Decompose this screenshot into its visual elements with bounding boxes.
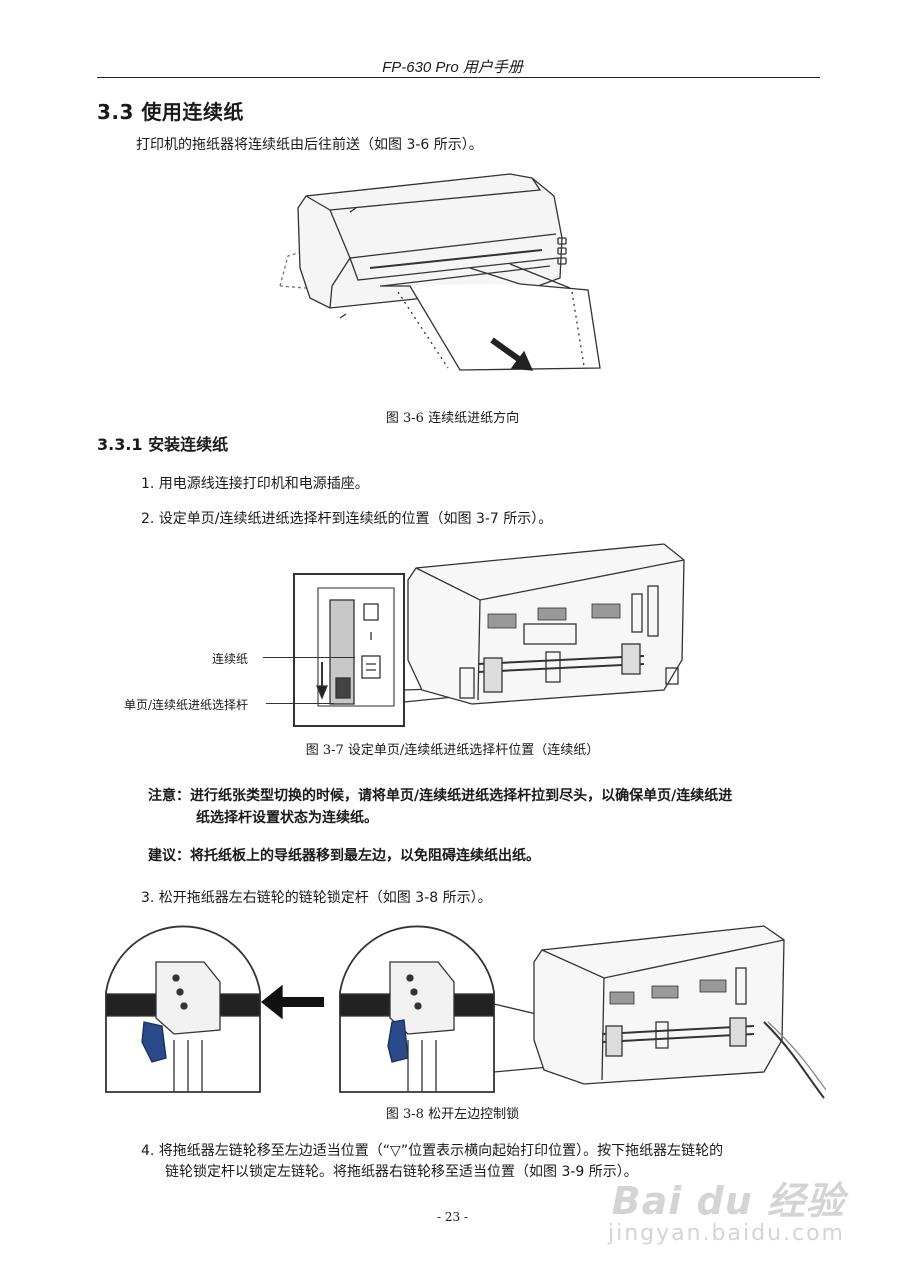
leader-line-continuous	[263, 657, 355, 658]
step-3: 3. 松开拖纸器左右链轮的链轮锁定杆（如图 3-8 所示）。	[141, 890, 492, 906]
section-title: 3.3 使用连续纸	[97, 100, 244, 124]
figure-3-6-printer-illustration	[279, 173, 601, 371]
figure-3-8-caption: 图 3-8 松开左边控制锁	[385, 1107, 520, 1122]
label-continuous-paper: 连续纸	[212, 652, 249, 666]
note-line-2: 纸选择杆设置状态为连续纸。	[196, 810, 378, 826]
page-number: - 23 -	[436, 1210, 468, 1224]
figure-3-7-lever-illustration	[293, 543, 685, 727]
step-4-line-1: 4. 将拖纸器左链轮移至左边适当位置（“▽”位置表示横向起始打印位置）。按下拖纸…	[141, 1143, 724, 1159]
figure-3-7-caption: 图 3-7 设定单页/连续纸进纸选择杆位置（连续纸）	[305, 743, 600, 758]
step-2: 2. 设定单页/连续纸进纸选择杆到连续纸的位置（如图 3-7 所示）。	[141, 511, 553, 527]
subsection-title: 3.3.1 安装连续纸	[97, 435, 229, 454]
figure-3-6-caption: 图 3-6 连续纸进纸方向	[385, 411, 520, 426]
label-selector-lever: 单页/连续纸进纸选择杆	[124, 698, 249, 712]
watermark: Bai du 经验 jingyan.baidu.com	[608, 1170, 845, 1246]
step-4-line-2: 链轮锁定杆以锁定左链轮。将拖纸器右链轮移至适当位置（如图 3-9 所示）。	[165, 1164, 638, 1180]
note-line-1: 注意：进行纸张类型切换的时候，请将单页/连续纸进纸选择杆拉到尽头，以确保单页/连…	[148, 788, 733, 804]
leader-line-lever	[266, 703, 334, 704]
watermark-logo: Bai du 经验	[611, 1179, 845, 1223]
advice-text: 建议：将托纸板上的导纸器移到最左边，以免阻碍连续纸出纸。	[148, 848, 540, 864]
section-intro: 打印机的拖纸器将连续纸由后往前送（如图 3-6 所示）。	[136, 137, 483, 153]
header-divider	[97, 77, 820, 78]
figure-3-8-lock-illustration	[105, 925, 826, 1099]
watermark-url: jingyan.baidu.com	[607, 1221, 845, 1246]
running-header: FP-630 Pro 用户手册	[382, 59, 523, 76]
step-1: 1. 用电源线连接打印机和电源插座。	[141, 476, 369, 492]
